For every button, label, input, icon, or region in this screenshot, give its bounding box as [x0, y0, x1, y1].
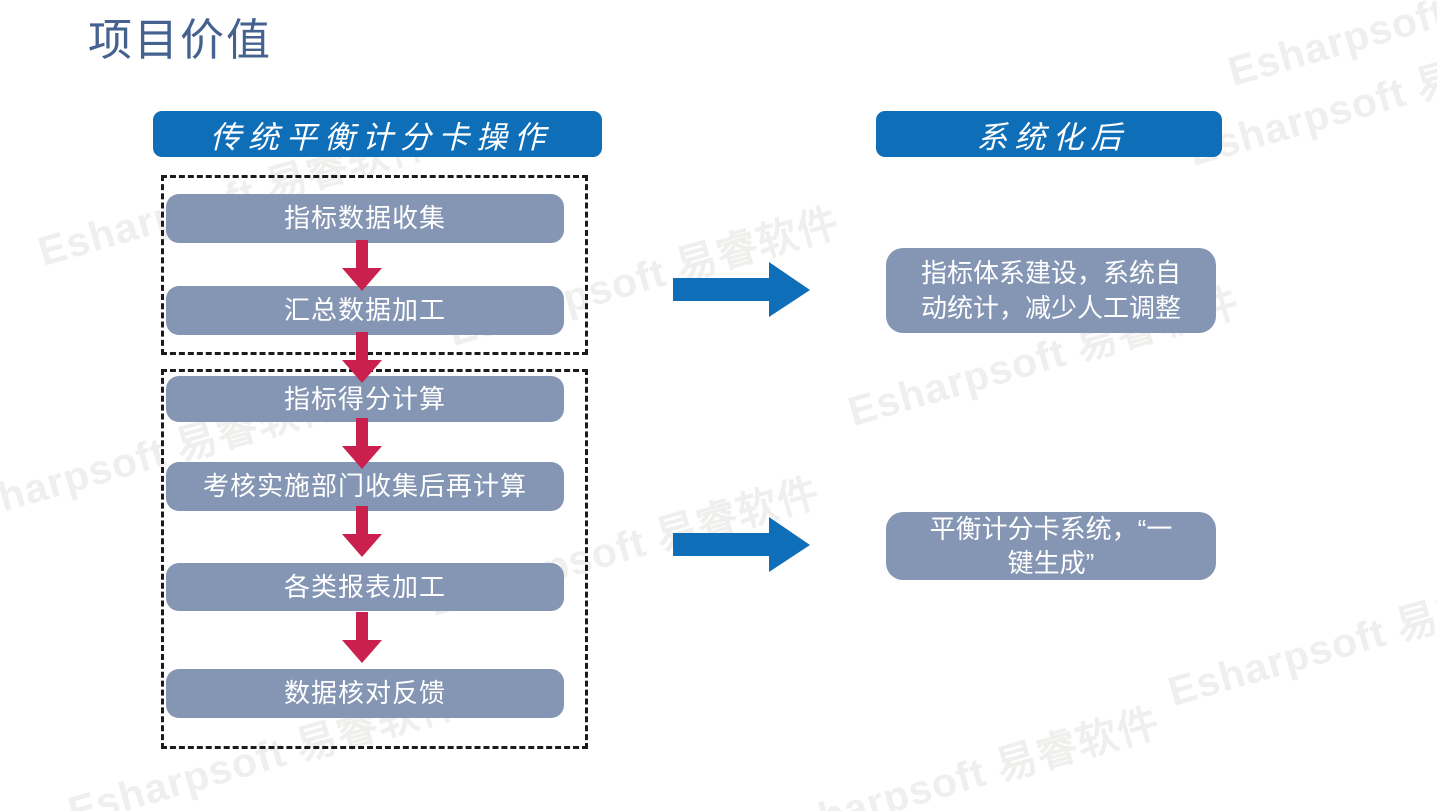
arrow-down-icon — [339, 418, 385, 470]
page-title: 项目价值 — [88, 16, 272, 65]
column-header-traditional: 传统平衡计分卡操作 — [153, 111, 602, 157]
arrow-down-icon — [339, 240, 385, 292]
arrow-down-icon — [339, 332, 385, 384]
process-box-step-6: 数据核对反馈 — [166, 669, 564, 718]
result-box-2-line-2: 键生成” — [1007, 548, 1095, 578]
process-box-step-2: 汇总数据加工 — [166, 286, 564, 335]
watermark-text: Esharpsoft 易睿软件 — [1223, 0, 1437, 95]
process-box-step-3: 指标得分计算 — [166, 376, 564, 422]
watermark-text: Esharpsoft 易睿软件 — [763, 699, 1165, 811]
dashed-group-scoring — [161, 369, 588, 749]
dashed-group-data-collection — [161, 175, 588, 355]
arrow-down-icon — [339, 506, 385, 558]
result-box-2-line-1: 平衡计分卡系统，“一 — [929, 513, 1173, 544]
column-header-systemized: 系统化后 — [876, 111, 1222, 157]
result-box-2: 平衡计分卡系统，“一 键生成” — [886, 512, 1216, 580]
process-box-step-1: 指标数据收集 — [166, 194, 564, 243]
arrow-right-icon — [673, 517, 811, 573]
result-box-1: 指标体系建设，系统自 动统计，减少人工调整 — [886, 248, 1216, 333]
process-box-step-5: 各类报表加工 — [166, 563, 564, 611]
process-box-step-4: 考核实施部门收集后再计算 — [166, 462, 564, 511]
result-box-1-line-1: 指标体系建设，系统自 — [920, 258, 1181, 289]
result-box-1-line-2: 动统计，减少人工调整 — [920, 292, 1181, 323]
arrow-right-icon — [673, 262, 811, 318]
arrow-down-icon — [339, 612, 385, 664]
